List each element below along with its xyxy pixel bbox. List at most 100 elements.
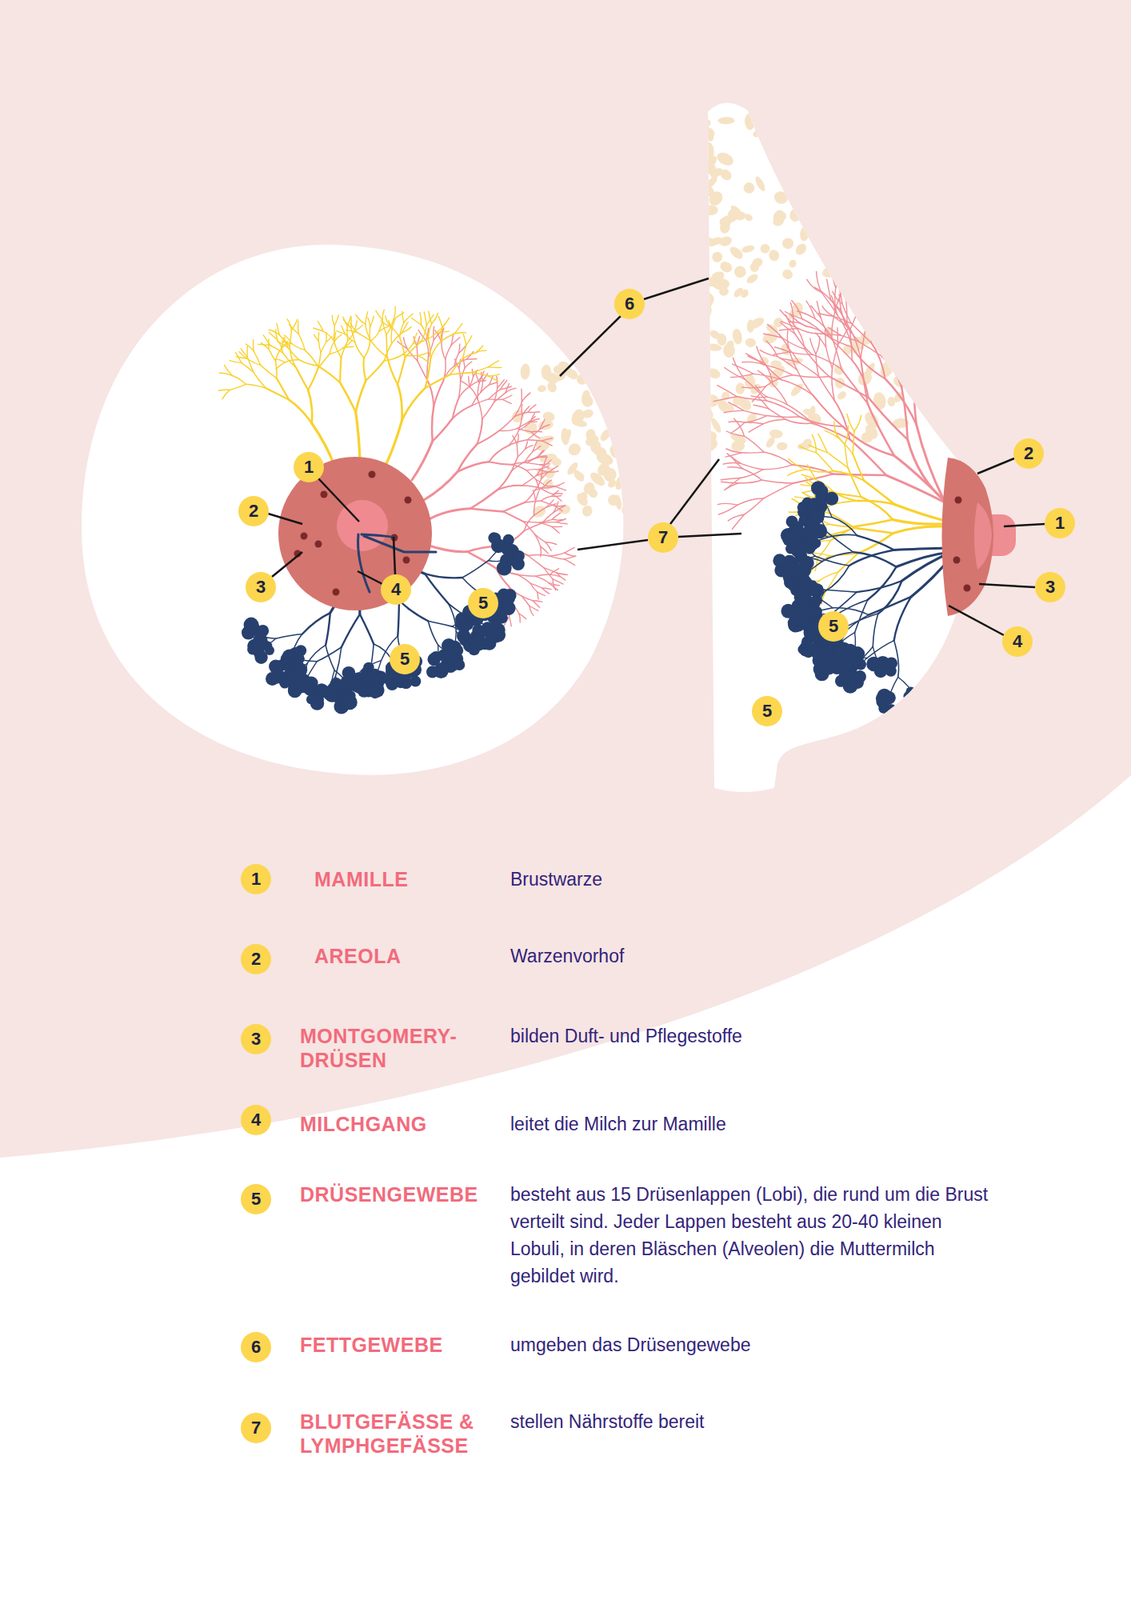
lymph-vessel [440,327,443,342]
blood-vessel [901,387,908,440]
lymph-vessel [288,399,312,424]
lymph-vessel [334,335,342,343]
leader-line [318,478,360,522]
part-description: bilden Duft- und Pflegestoffe [510,1022,999,1050]
blood-vessel [816,301,821,319]
fat-lobule [586,486,600,500]
fat-lobule [807,411,823,428]
number-text: 5 [762,702,772,720]
fat-lobule [588,364,601,380]
blood-vessel [512,435,518,444]
blood-vessel [477,382,480,400]
blood-vessel [885,378,917,425]
blood-vessel [417,360,428,380]
fat-lobule [735,382,746,396]
part-description: Brustwarze [510,865,999,893]
milk-duct [831,517,857,536]
fat-lobule [591,371,606,388]
blood-vessel [466,358,477,360]
leader-line [979,583,1036,588]
callout-number: 5 [818,611,849,642]
blood-vessel [526,470,536,480]
blood-vessel [873,285,881,304]
blood-vessel [826,347,833,369]
number-text: 3 [251,1030,261,1048]
fat-lobule [875,283,894,297]
lymph-vessel [431,312,439,324]
number-text: 2 [1023,444,1034,463]
blood-vessel [796,369,813,396]
fat-lobule [618,415,630,426]
lymph-vessel [318,332,320,341]
lymph-vessel [275,329,278,340]
lymph-vessel [385,420,403,466]
blood-vessel [765,375,793,387]
lymph-vessel [323,331,334,340]
blood-vessel [859,311,872,330]
fat-lobule [573,470,587,482]
lobule [793,598,804,609]
lymph-vessel [397,384,403,421]
lymph-vessel [365,323,372,341]
background-curve [0,775,1131,1600]
blood-vessel [918,294,922,319]
fat-lobule [787,206,805,224]
lymph-vessel [863,480,896,505]
lymph-vessel [487,375,499,382]
fat-lobule [843,144,860,159]
fat-lobule [771,211,784,228]
leader-lines [267,278,1045,636]
lobule [807,531,819,543]
lobule [495,611,508,624]
fat-lobule [549,455,563,468]
lobule [795,576,809,590]
number-text: 4 [251,1111,261,1129]
blood-vessel [955,256,962,285]
milk-duct [275,634,303,640]
fat-lobule [560,427,571,446]
fat-lobule [703,433,719,448]
blood-vessel [839,288,843,304]
lymph-vessel [318,354,331,369]
blood-vessel [781,379,813,396]
lymph-vessel [222,389,231,399]
blood-vessel [471,399,489,406]
fat-lobule [792,173,812,188]
lymph-vessel [268,349,276,362]
blood-vessel [532,600,540,608]
blood-vessel [541,471,549,480]
blood-vessel [871,343,886,380]
blood-vessel [918,299,931,319]
blood-vessel [829,376,869,398]
lymph-vessel [304,349,319,366]
blood-vessel [452,405,472,419]
lymph-vessel [399,322,404,338]
blood-vessel [899,219,908,244]
lobule [903,691,914,702]
milk-duct [370,643,374,668]
fat-lobule [878,339,891,352]
blood-vessel [499,416,515,431]
blood-vessel [432,326,435,340]
montgomery-gland [332,588,340,596]
milk-duct [868,596,912,616]
lymph-vessel [462,352,476,359]
blood-vessel [426,340,429,357]
milk-duct [399,599,428,621]
fat-lobule [740,243,756,254]
lymph-vessel [421,324,429,340]
part-description: Warzenvorhof [510,942,999,970]
fat-lobule [867,287,879,302]
blood-vessel [539,424,550,431]
milk-duct [827,534,857,537]
lymph-vessel [424,359,431,388]
blood-vessel [882,356,903,388]
blood-vessel [523,523,543,532]
lymph-vessel [275,360,277,378]
fat-lobule [793,241,809,257]
montgomery-gland [320,491,328,499]
blood-vessel [827,279,832,300]
callout-number: 7 [647,522,679,553]
blood-vessel [901,347,907,388]
blood-vessel [464,361,472,368]
